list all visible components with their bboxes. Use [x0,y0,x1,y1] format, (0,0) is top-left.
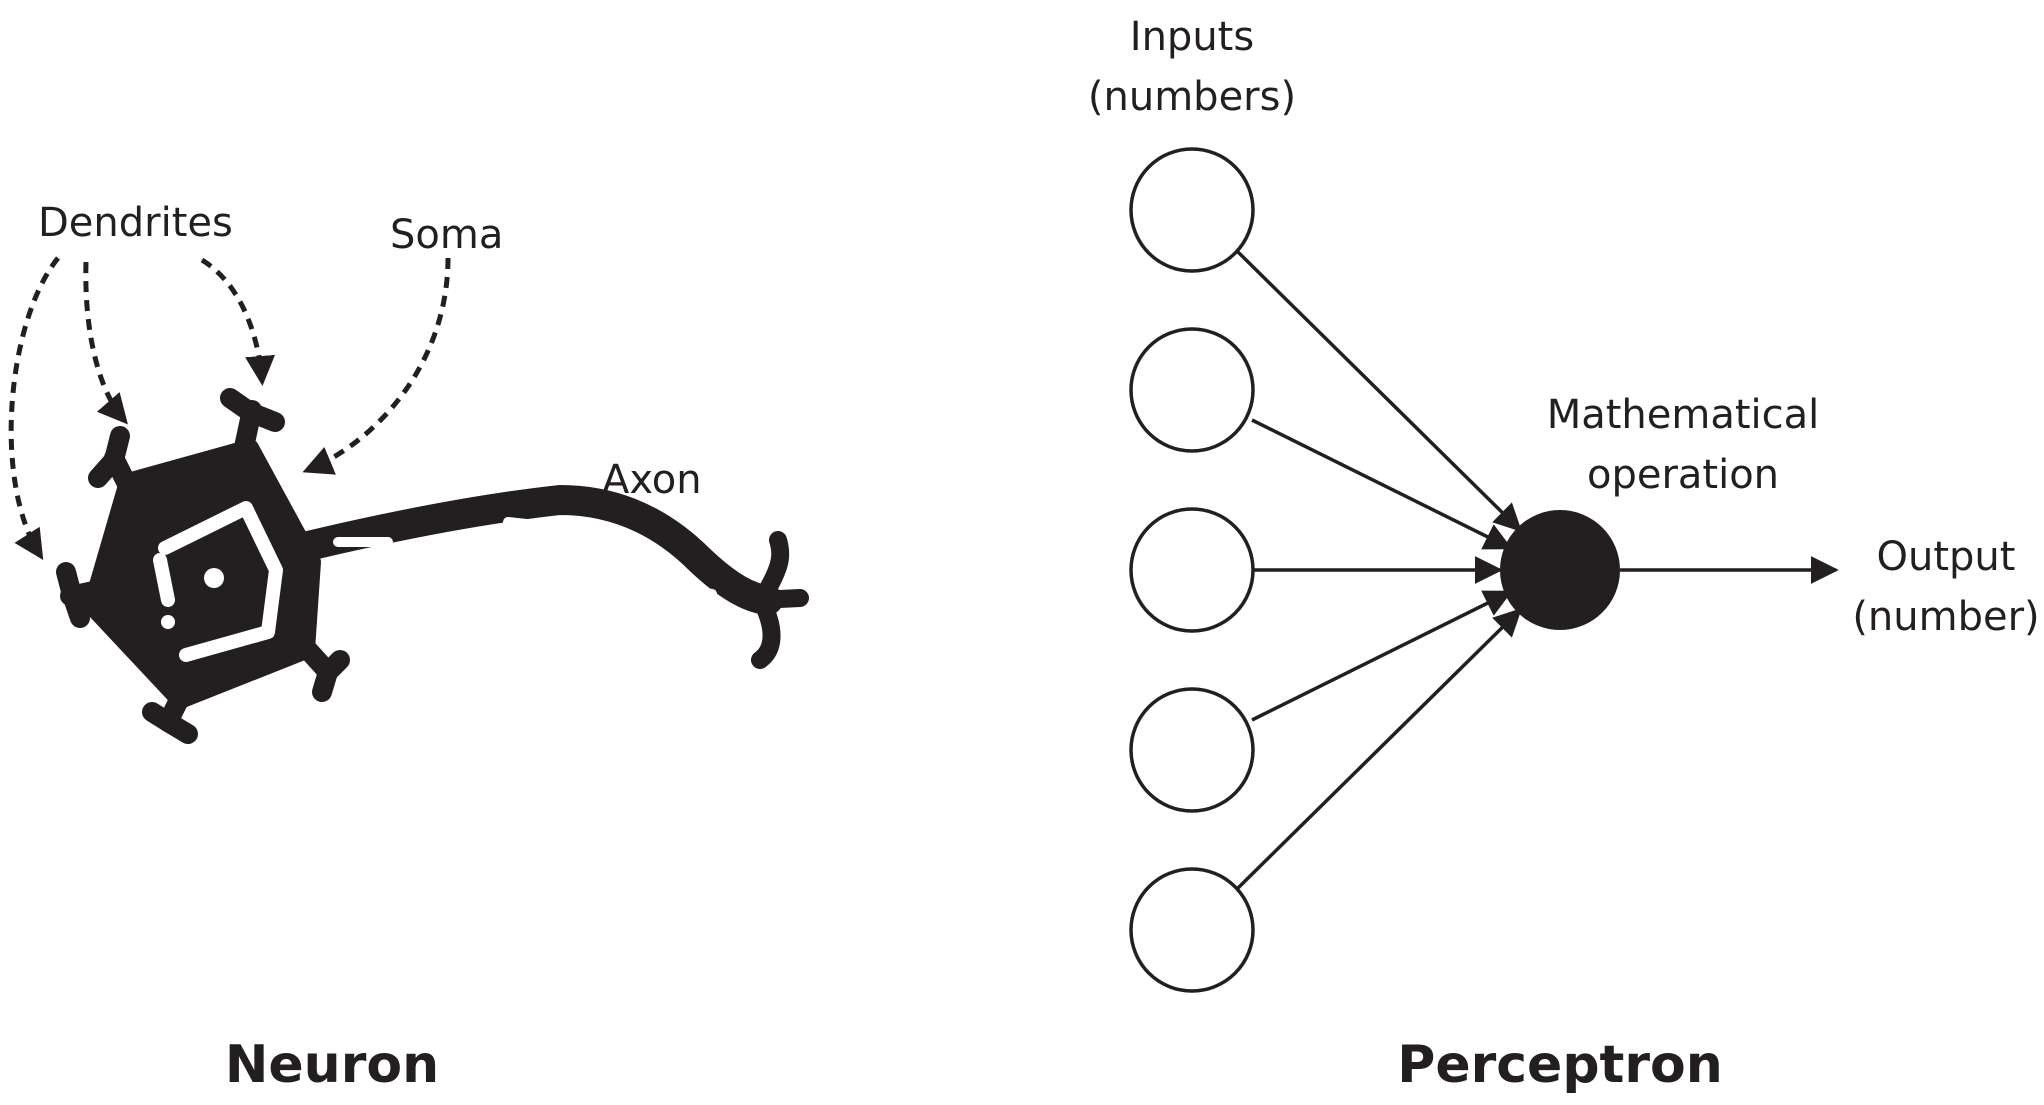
axon-chain [285,484,809,669]
input-edge-2 [1251,418,1513,550]
neuron-panel: Dendrites Soma Axon [8,200,809,1095]
soma-inner-ring [153,501,283,662]
perceptron-caption: Perceptron [1397,1035,1723,1095]
perceptron-panel: Inputs (numbers) Mathematical operation … [1088,14,2040,1095]
neuron-caption: Neuron [225,1035,439,1095]
output-label-line2: (number) [1852,594,2039,640]
input-node-1 [1129,147,1255,273]
input-edge-4 [1251,590,1513,722]
input-node-3 [1129,507,1255,633]
dendrite-arrow-right [200,257,276,386]
operation-label-line1: Mathematical [1547,392,1820,438]
dendrite-arrow-left [8,256,60,561]
operation-label-line2: operation [1587,452,1779,498]
dendrite-arrow-middle [83,261,128,425]
dendrites-label: Dendrites [38,200,233,246]
output-label-line1: Output [1877,534,2016,580]
operation-node [1500,510,1620,630]
soma-label: Soma [390,212,503,258]
inputs-label-line1: Inputs [1130,14,1254,60]
input-node-2 [1129,327,1255,453]
neuron-illustration [56,388,809,744]
dendrite-pointer-arrows [8,256,276,561]
input-edges [1236,250,1522,890]
input-node-5 [1129,867,1255,993]
nucleus [204,568,224,588]
soma-pointer-arrow [302,257,451,475]
input-node-4 [1129,687,1255,813]
inputs-label-line2: (numbers) [1088,74,1296,120]
input-edge-1 [1236,250,1522,532]
input-nodes [1129,147,1255,993]
soma-speck [161,615,175,629]
input-edge-5 [1236,608,1522,890]
